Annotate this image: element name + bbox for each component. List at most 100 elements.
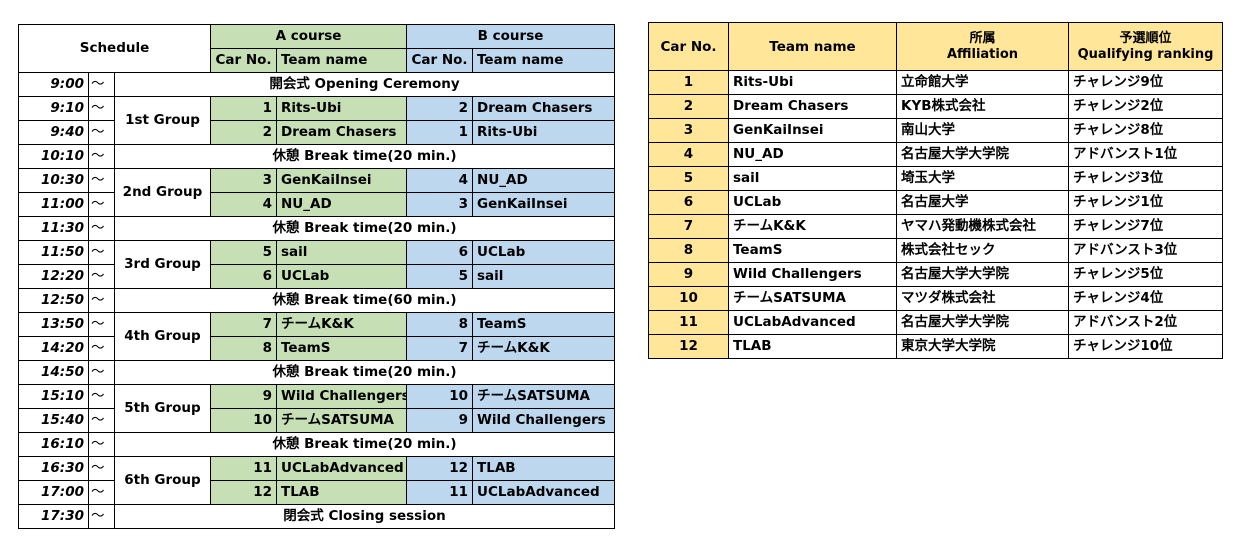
- course-b-team: sail: [472, 264, 616, 289]
- course-a-car-no: 10: [210, 408, 277, 433]
- schedule-row: 17:30～閉会式 Closing session: [18, 504, 616, 529]
- course-a-team: UCLab: [275, 264, 408, 289]
- ranking-affiliation: KYB株式会社: [896, 94, 1069, 119]
- group-cell: 5th Group: [114, 384, 211, 433]
- time-cell: 13:50: [18, 312, 89, 337]
- schedule-row: 12:50～休憩 Break time(60 min.): [18, 288, 616, 313]
- tilde-cell: ～: [88, 120, 115, 145]
- ranking-qualifying: チャレンジ1位: [1068, 190, 1223, 215]
- event-cell: 開会式 Opening Ceremony: [113, 72, 616, 97]
- ranking-car-no: 2: [648, 94, 729, 119]
- tilde-cell: ～: [88, 288, 115, 313]
- course-a-team: チームK&K: [275, 312, 408, 337]
- ranking-affiliation: 立命館大学: [896, 70, 1069, 95]
- schedule-table: Schedule A course B course Car No. Team …: [18, 24, 616, 529]
- time-cell: 11:50: [18, 240, 89, 265]
- schedule-row: 16:10～休憩 Break time(20 min.): [18, 432, 616, 457]
- ranking-affiliation: 南山大学: [896, 118, 1069, 143]
- ranking-team: TeamS: [728, 238, 897, 263]
- ranking-header-row: Car No. Team name 所属 Affiliation 予選順位 Qu…: [648, 22, 1223, 71]
- ranking-team: UCLabAdvanced: [728, 310, 897, 335]
- affiliation-header-en: Affiliation: [946, 46, 1019, 62]
- tilde-cell: ～: [88, 264, 115, 289]
- tilde-cell: ～: [88, 312, 115, 337]
- ranking-team: Dream Chasers: [728, 94, 897, 119]
- ranking-car-no: 1: [648, 70, 729, 95]
- course-b-car-no: 2: [406, 96, 474, 121]
- event-cell: 閉会式 Closing session: [113, 504, 616, 529]
- course-b-team: TeamS: [472, 312, 616, 337]
- course-b-team: チームK&K: [472, 336, 616, 361]
- ranking-qualifying: アドバンスト2位: [1068, 310, 1223, 335]
- time-cell: 11:00: [18, 192, 89, 217]
- tilde-cell: ～: [88, 168, 115, 193]
- time-cell: 15:10: [18, 384, 89, 409]
- schedule-label: Schedule: [18, 24, 211, 73]
- course-a-team: チームSATSUMA: [275, 408, 408, 433]
- ranking-body: Car No. Team name 所属 Affiliation 予選順位 Qu…: [648, 22, 1223, 359]
- time-cell: 10:30: [18, 168, 89, 193]
- course-a-car-no: 8: [210, 336, 277, 361]
- ranking-qualifying: チャレンジ10位: [1068, 334, 1223, 359]
- ranking-table: Car No. Team name 所属 Affiliation 予選順位 Qu…: [648, 22, 1223, 359]
- course-b-car-no: 8: [406, 312, 474, 337]
- ranking-team: チームK&K: [728, 214, 897, 239]
- tilde-cell: ～: [88, 432, 115, 457]
- ranking-team: チームSATSUMA: [728, 286, 897, 311]
- time-cell: 14:50: [18, 360, 89, 385]
- time-cell: 17:00: [18, 480, 89, 505]
- course-a-team: sail: [275, 240, 408, 265]
- event-cell: 休憩 Break time(60 min.): [113, 288, 616, 313]
- ranking-team: NU_AD: [728, 142, 897, 167]
- ranking-affiliation: 埼玉大学: [896, 166, 1069, 191]
- tilde-cell: ～: [88, 216, 115, 241]
- course-b-car-no: 1: [406, 120, 474, 145]
- ranking-car-no: 4: [648, 142, 729, 167]
- ranking-affiliation: 東京大学大学院: [896, 334, 1069, 359]
- time-cell: 17:30: [18, 504, 89, 529]
- qualifying-header-jp: 予選順位: [1119, 30, 1172, 46]
- ranking-qualifying: チャレンジ7位: [1068, 214, 1223, 239]
- ranking-qualifying: チャレンジ5位: [1068, 262, 1223, 287]
- ranking-team: Rits-Ubi: [728, 70, 897, 95]
- course-a-car-no: 3: [210, 168, 277, 193]
- event-cell: 休憩 Break time(20 min.): [113, 144, 616, 169]
- ranking-qualifying-header: 予選順位 Qualifying ranking: [1068, 22, 1223, 71]
- ranking-team: TLAB: [728, 334, 897, 359]
- ranking-affiliation: ヤマハ発動機株式会社: [896, 214, 1069, 239]
- course-b-team: GenKaiInsei: [472, 192, 616, 217]
- course-b-team: UCLabAdvanced: [472, 480, 616, 505]
- course-b-car-no: 9: [406, 408, 474, 433]
- time-cell: 16:10: [18, 432, 89, 457]
- ranking-qualifying: アドバンスト1位: [1068, 142, 1223, 167]
- schedule-body: Schedule A course B course Car No. Team …: [18, 24, 616, 529]
- ranking-affiliation: 株式会社セック: [896, 238, 1069, 263]
- ranking-affiliation: 名古屋大学大学院: [896, 262, 1069, 287]
- course-b-car-no-header: Car No.: [406, 48, 474, 73]
- schedule-row: 10:10～休憩 Break time(20 min.): [18, 144, 616, 169]
- time-cell: 10:10: [18, 144, 89, 169]
- ranking-qualifying: チャレンジ8位: [1068, 118, 1223, 143]
- ranking-car-no: 11: [648, 310, 729, 335]
- course-b-team: チームSATSUMA: [472, 384, 616, 409]
- course-b-car-no: 6: [406, 240, 474, 265]
- course-b-car-no: 3: [406, 192, 474, 217]
- ranking-car-no: 3: [648, 118, 729, 143]
- course-b-car-no: 12: [406, 456, 474, 481]
- ranking-affiliation: 名古屋大学: [896, 190, 1069, 215]
- ranking-qualifying: チャレンジ9位: [1068, 70, 1223, 95]
- time-cell: 15:40: [18, 408, 89, 433]
